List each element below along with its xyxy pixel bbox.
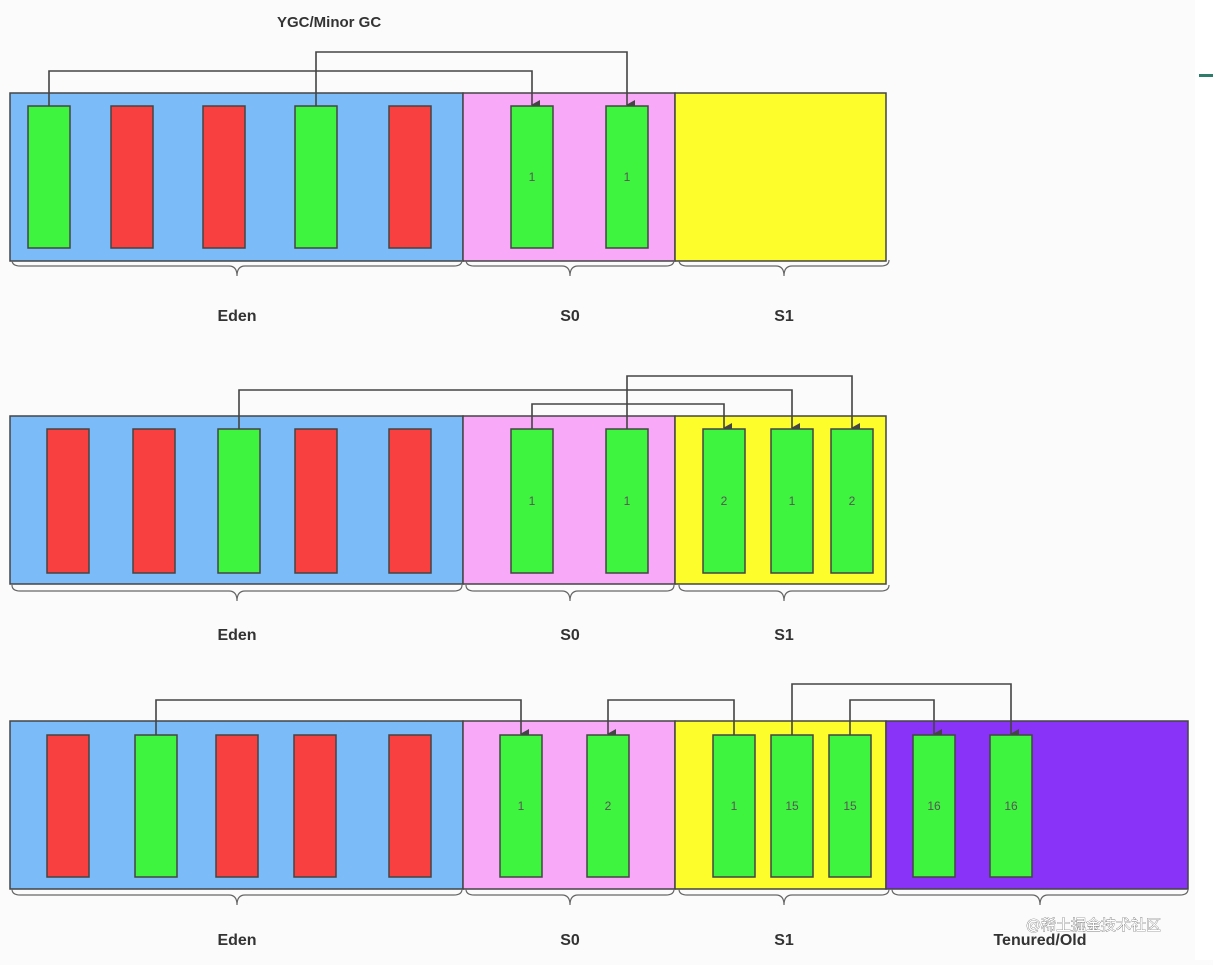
live-object xyxy=(294,105,338,249)
region-label-s1: S1 xyxy=(774,308,794,325)
region-brace-s0 xyxy=(465,584,675,602)
live-object xyxy=(605,428,649,574)
dead-object xyxy=(293,734,337,878)
live-object xyxy=(605,105,649,249)
object-age-label: 1 xyxy=(624,494,631,508)
region-brace-s1 xyxy=(678,584,890,602)
live-object xyxy=(134,734,178,878)
gc-row-2: Eden S0 S1 1 1 2 1 2 xyxy=(9,375,890,644)
diagram-title: YGC/Minor GC xyxy=(277,14,381,31)
object-age-label: 2 xyxy=(849,494,856,508)
live-object xyxy=(510,428,554,574)
watermark: @稀土掘金技术社区 xyxy=(1026,916,1161,934)
dead-object xyxy=(132,428,176,574)
promotion-arrow xyxy=(791,683,1019,739)
live-object xyxy=(770,428,814,574)
object-age-label: 15 xyxy=(843,799,857,813)
region-brace-s0 xyxy=(465,259,675,277)
region-label-eden: Eden xyxy=(217,932,256,949)
dead-object xyxy=(46,428,90,574)
object-age-label: 15 xyxy=(785,799,799,813)
object-age-label: 16 xyxy=(1004,799,1018,813)
region-label-old: Tenured/Old xyxy=(993,932,1086,949)
region-s0 xyxy=(462,720,676,890)
promotion-arrow xyxy=(315,51,635,110)
live-object xyxy=(27,105,71,249)
dead-object xyxy=(294,428,338,574)
live-object xyxy=(586,734,630,878)
promotion-arrow xyxy=(849,699,942,739)
promotion-arrow xyxy=(238,389,800,433)
region-brace-s1 xyxy=(678,259,890,277)
live-object xyxy=(712,734,756,878)
live-object xyxy=(702,428,746,574)
region-label-s0: S0 xyxy=(560,627,580,644)
dead-object xyxy=(388,105,432,249)
object-age-label: 1 xyxy=(529,170,536,184)
region-brace-eden xyxy=(11,888,463,906)
dead-object xyxy=(388,428,432,574)
right-panel-edge xyxy=(1195,0,1213,960)
live-object xyxy=(217,428,261,574)
promotion-arrow xyxy=(626,375,860,433)
right-panel-marker xyxy=(1199,74,1213,77)
region-label-eden: Eden xyxy=(217,308,256,325)
live-object xyxy=(770,734,814,878)
region-label-s1: S1 xyxy=(774,932,794,949)
dead-object xyxy=(215,734,259,878)
object-age-label: 1 xyxy=(731,799,738,813)
live-object xyxy=(989,734,1033,878)
dead-object xyxy=(46,734,90,878)
region-label-s0: S0 xyxy=(560,932,580,949)
region-brace-old xyxy=(891,888,1189,906)
promotion-arrow xyxy=(155,699,529,739)
dead-object xyxy=(202,105,246,249)
promotion-arrow xyxy=(531,403,732,433)
live-object xyxy=(510,105,554,249)
region-label-s0: S0 xyxy=(560,308,580,325)
object-age-label: 1 xyxy=(789,494,796,508)
object-age-label: 16 xyxy=(927,799,941,813)
gc-row-3: Eden S0 S1 Tenured/Old 1 2 1 15 15 16 16 xyxy=(9,683,1189,949)
live-object xyxy=(499,734,543,878)
gc-row-1: Eden S0 S1 1 1 xyxy=(9,51,890,325)
live-object xyxy=(830,428,874,574)
live-object xyxy=(912,734,956,878)
promotion-arrow xyxy=(607,699,735,739)
live-object xyxy=(828,734,872,878)
region-s1 xyxy=(674,92,887,262)
region-label-eden: Eden xyxy=(217,627,256,644)
object-age-label: 1 xyxy=(624,170,631,184)
dead-object xyxy=(388,734,432,878)
object-age-label: 1 xyxy=(529,494,536,508)
dead-object xyxy=(110,105,154,249)
object-age-label: 2 xyxy=(605,799,612,813)
object-age-label: 2 xyxy=(721,494,728,508)
region-brace-eden xyxy=(11,259,463,277)
region-brace-s0 xyxy=(465,888,675,906)
region-label-s1: S1 xyxy=(774,627,794,644)
object-age-label: 1 xyxy=(518,799,525,813)
region-brace-s1 xyxy=(678,888,890,906)
promotion-arrow xyxy=(48,70,540,110)
region-brace-eden xyxy=(11,584,463,602)
